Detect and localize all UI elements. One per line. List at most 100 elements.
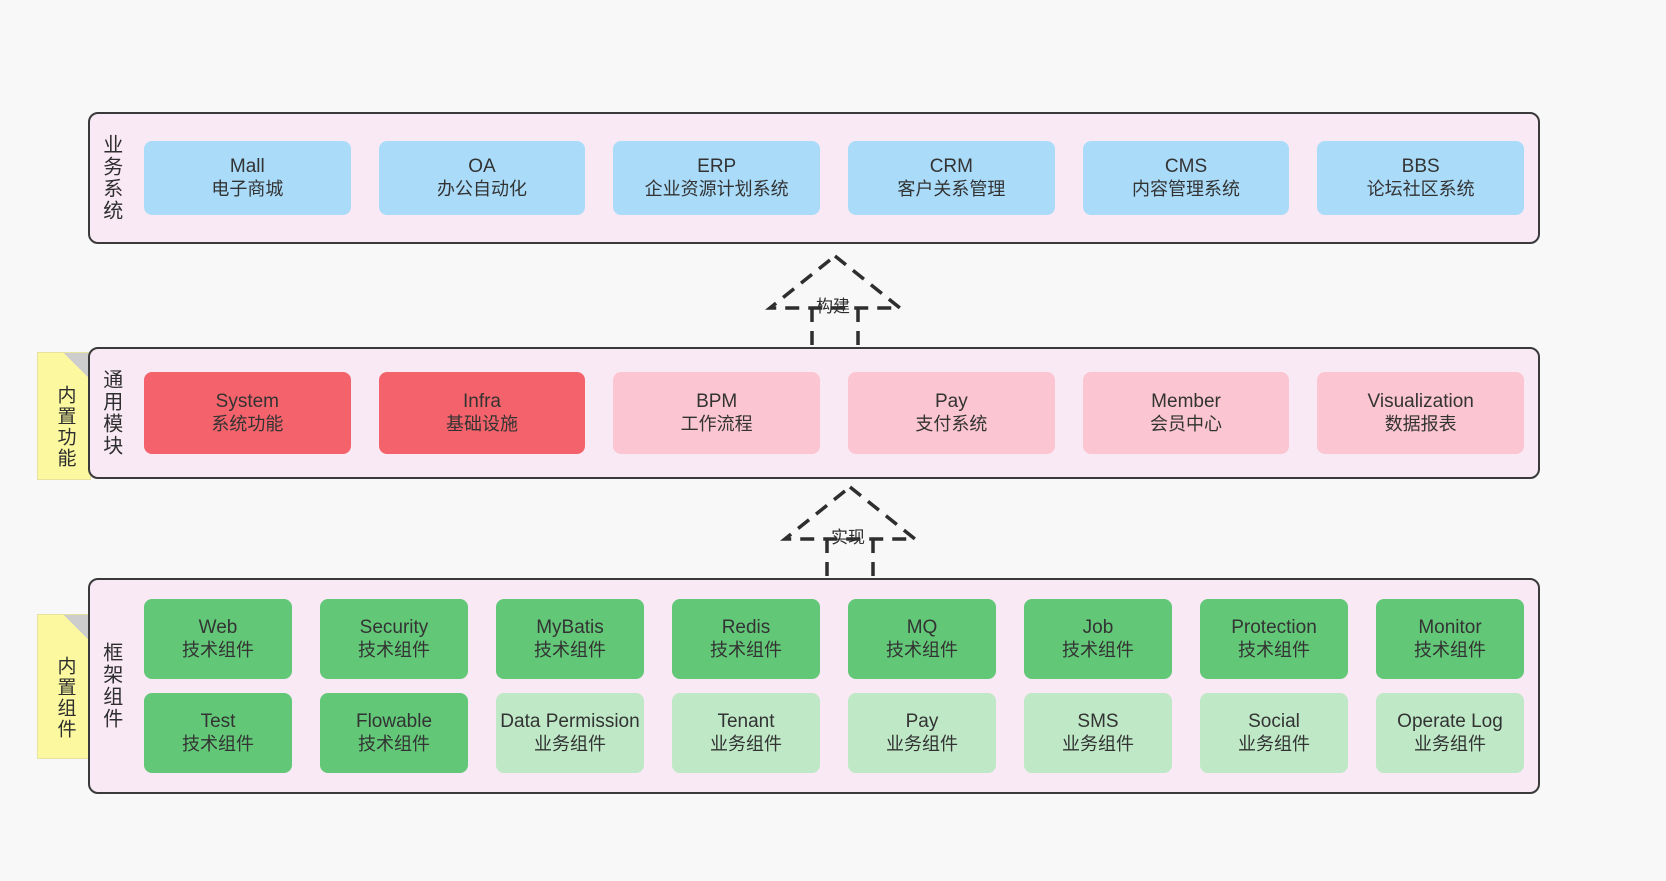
node-title: Web [198,617,238,639]
node-pay-component[interactable]: Pay 业务组件 [848,693,996,773]
arrow-label-build: 构建 [816,297,850,316]
node-title: Visualization [1367,391,1474,413]
node-subtitle: 系统功能 [211,413,284,434]
node-subtitle: 业务组件 [1238,733,1310,754]
node-title: Tenant [717,711,775,733]
note-builtin-function: 内置功能 [37,352,91,480]
node-title: Pay [905,711,939,733]
node-subtitle: 技术组件 [534,639,606,660]
node-crm[interactable]: CRM 客户关系管理 [848,141,1055,215]
node-tenant[interactable]: Tenant 业务组件 [672,693,820,773]
node-subtitle: 基础设施 [446,413,518,434]
node-subtitle: 技术组件 [182,639,254,660]
node-subtitle: 支付系统 [915,413,988,434]
node-subtitle: 技术组件 [182,733,254,754]
node-member[interactable]: Member 会员中心 [1082,372,1290,454]
node-subtitle: 技术组件 [358,639,430,660]
node-subtitle: 业务组件 [886,733,958,754]
node-flowable[interactable]: Flowable 技术组件 [320,693,468,773]
note-builtin-component: 内置组件 [37,614,91,759]
node-bpm[interactable]: BPM 工作流程 [613,372,821,454]
node-subtitle: 业务组件 [1062,733,1134,754]
node-mall[interactable]: Mall 电子商城 [144,141,351,215]
layer-business-system: 业务系统 Mall 电子商城 OA 办公自动化 ERP 企业资源计划系统 CRM… [88,112,1540,244]
node-subtitle: 技术组件 [358,733,430,754]
node-bbs[interactable]: BBS 论坛社区系统 [1317,141,1525,215]
node-title: Monitor [1418,617,1482,639]
node-job[interactable]: Job 技术组件 [1024,599,1172,679]
node-title: MQ [906,617,938,639]
node-security[interactable]: Security 技术组件 [320,599,468,679]
node-cms[interactable]: CMS 内容管理系统 [1082,141,1290,215]
node-web[interactable]: Web 技术组件 [144,599,292,679]
generalization-arrow-icon [780,484,920,579]
node-system[interactable]: System 系统功能 [144,372,351,454]
node-subtitle: 办公自动化 [437,178,527,199]
node-pay-module[interactable]: Pay 支付系统 [848,372,1055,454]
node-subtitle: 客户关系管理 [897,178,1006,199]
node-subtitle: 数据报表 [1384,413,1457,434]
node-title: ERP [697,156,737,178]
node-title: Pay [934,391,968,413]
node-subtitle: 技术组件 [886,639,958,660]
node-row: Test 技术组件 Flowable 技术组件 Data Permission … [144,693,1524,773]
node-oa[interactable]: OA 办公自动化 [378,141,586,215]
node-monitor[interactable]: Monitor 技术组件 [1376,599,1524,679]
node-title: Operate Log [1397,711,1503,733]
node-title: Infra [462,391,502,413]
node-subtitle: 企业资源计划系统 [644,178,789,199]
node-title: Test [200,711,236,733]
node-title: Data Permission [500,711,640,733]
node-title: CMS [1164,156,1208,178]
node-test[interactable]: Test 技术组件 [144,693,292,773]
node-subtitle: 论坛社区系统 [1366,178,1475,199]
node-sms[interactable]: SMS 业务组件 [1024,693,1172,773]
node-erp[interactable]: ERP 企业资源计划系统 [613,141,821,215]
node-subtitle: 业务组件 [534,733,606,754]
node-title: OA [468,156,496,178]
node-visualization[interactable]: Visualization 数据报表 [1317,372,1525,454]
arrow-implement: 实现 [755,483,945,579]
node-title: Flowable [355,711,433,733]
node-subtitle: 技术组件 [1414,639,1486,660]
layer-body-common: System 系统功能 Infra 基础设施 BPM 工作流程 Pay 支付系统… [130,349,1538,477]
node-subtitle: 会员中心 [1150,413,1223,434]
node-social[interactable]: Social 业务组件 [1200,693,1348,773]
node-subtitle: 内容管理系统 [1132,178,1241,199]
node-data-permission[interactable]: Data Permission 业务组件 [496,693,644,773]
node-operate-log[interactable]: Operate Log 业务组件 [1376,693,1524,773]
node-title: Protection [1231,617,1317,639]
node-title: Redis [721,617,771,639]
node-row: Mall 电子商城 OA 办公自动化 ERP 企业资源计划系统 CRM 客户关系… [144,141,1525,215]
node-infra[interactable]: Infra 基础设施 [378,372,586,454]
node-title: BBS [1401,156,1440,178]
node-subtitle: 业务组件 [710,733,782,754]
generalization-arrow-icon [765,253,905,348]
node-title: CRM [929,156,973,178]
node-title: MyBatis [536,617,604,639]
node-mybatis[interactable]: MyBatis 技术组件 [496,599,644,679]
layer-title-common: 通用模块 [99,369,122,457]
node-title: BPM [696,391,738,413]
note-label: 内置功能 [54,385,76,469]
node-row: System 系统功能 Infra 基础设施 BPM 工作流程 Pay 支付系统… [144,372,1525,454]
node-subtitle: 电子商城 [211,178,284,199]
layer-body-business: Mall 电子商城 OA 办公自动化 ERP 企业资源计划系统 CRM 客户关系… [130,114,1538,242]
node-title: System [215,391,280,413]
node-subtitle: 业务组件 [1414,733,1486,754]
arrow-label-implement: 实现 [831,528,865,547]
node-title: Job [1082,617,1114,639]
node-redis[interactable]: Redis 技术组件 [672,599,820,679]
layer-title-business: 业务系统 [99,134,122,222]
arrow-build: 构建 [740,252,930,348]
node-mq[interactable]: MQ 技术组件 [848,599,996,679]
node-subtitle: 技术组件 [1062,639,1134,660]
node-subtitle: 技术组件 [710,639,782,660]
node-title: Social [1248,711,1300,733]
layer-title-frame: 框架组件 [99,642,122,730]
node-row: Web 技术组件 Security 技术组件 MyBatis 技术组件 Redi… [144,599,1524,679]
layer-framework-component: 框架组件 Web 技术组件 Security 技术组件 MyBatis 技术组件… [88,578,1540,794]
note-label: 内置组件 [54,655,76,740]
node-protection[interactable]: Protection 技术组件 [1200,599,1348,679]
